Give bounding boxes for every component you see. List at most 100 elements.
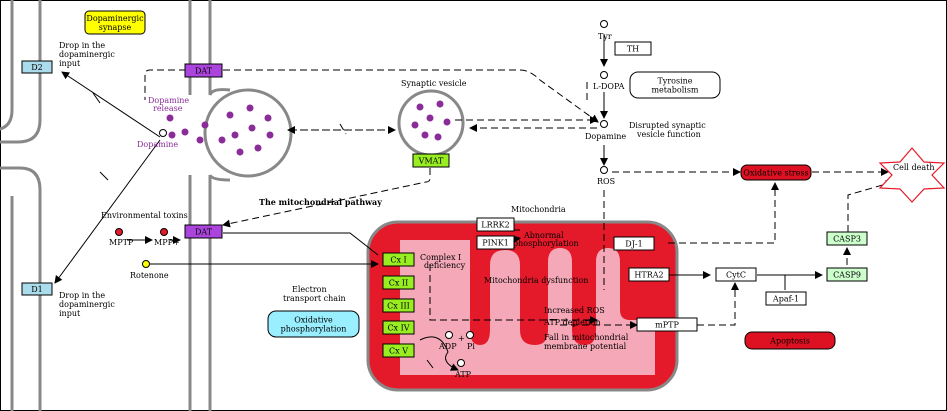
dat-bottom-box-text: DAT: [195, 228, 213, 237]
cell-death-star-icon: [878, 147, 946, 203]
solid-connectors: [54, 35, 823, 371]
ros-label: ROS: [597, 177, 615, 186]
rotenone-label: Rotenone: [130, 271, 169, 280]
oxidative-stress-box-text: Oxidative stress: [743, 169, 808, 178]
oxidative-phosphorylation-box-text: phosphorylation: [281, 325, 347, 334]
plus-label: +: [458, 334, 465, 343]
apaf1-box[interactable]: Apaf-1: [765, 291, 807, 306]
tyrosine-metabolism-box-text: metabolism: [651, 86, 698, 95]
cytc-box-text: CytC: [726, 271, 746, 280]
complex-ii-box-text: Cx II: [389, 279, 409, 288]
oxidative-stress-box[interactable]: Oxidative stress: [740, 164, 812, 181]
pink1-box[interactable]: PINK1: [476, 235, 515, 250]
svg-text:input: input: [59, 309, 81, 318]
th-box[interactable]: TH: [614, 41, 652, 56]
dat-bottom-box[interactable]: DAT: [184, 224, 223, 239]
d1-receptor-box[interactable]: D1: [21, 282, 53, 296]
lrrk2-box-text: LRRK2: [481, 221, 509, 230]
mptp-box[interactable]: mPTP: [636, 317, 698, 332]
cytc-box[interactable]: CytC: [715, 267, 757, 282]
mitochondrion: [366, 220, 679, 392]
d1-receptor-box-text: D1: [31, 285, 43, 294]
complex-iv-box-text: Cx IV: [387, 324, 409, 333]
d2-receptor-box-text: D2: [31, 63, 43, 72]
svg-text:dopaminergic: dopaminergic: [59, 300, 115, 309]
svg-text:Electron: Electron: [292, 285, 327, 294]
oxidative-phosphorylation-box-text: Oxidative: [294, 316, 333, 325]
svg-text:Abnormal: Abnormal: [523, 231, 564, 240]
adp-label: ADP: [438, 342, 457, 351]
atp-depletion-label: ATP depletion: [543, 318, 601, 327]
complex-i-box-text: Cx I: [390, 256, 406, 265]
svg-text:deficiency: deficiency: [424, 261, 466, 270]
dat-top-box[interactable]: DAT: [184, 63, 223, 78]
neuron-membranes: [0, 0, 231, 411]
svg-text:input: input: [59, 59, 81, 68]
synaptic-vesicle-label: Synaptic vesicle: [401, 79, 467, 88]
atp-label: ATP: [454, 370, 472, 379]
th-box-text: TH: [627, 45, 639, 54]
svg-text:transport chain: transport chain: [283, 294, 346, 303]
dopamine-right-label: Dopamine: [585, 132, 626, 141]
d2-receptor-box[interactable]: D2: [21, 60, 53, 74]
dopaminergic-synapse-box-text: Dopaminergic: [86, 14, 144, 23]
pi-label: Pi: [467, 342, 475, 351]
svg-text:Drop in the: Drop in the: [59, 291, 105, 300]
mptp-label: MPTP: [109, 238, 134, 247]
casp3-box[interactable]: CASP3: [826, 231, 868, 246]
apoptosis-box-text: Apoptosis: [769, 337, 810, 346]
dopamine-release-vesicle: [166, 88, 293, 178]
dat-top-box-text: DAT: [195, 67, 213, 76]
svg-text:vesicle function: vesicle function: [636, 130, 701, 139]
dashed-connectors: [144, 69, 894, 329]
dj1-box[interactable]: DJ-1: [613, 236, 655, 251]
mitochondria-label: Mitochondria: [511, 205, 566, 214]
svg-text:Dopamine: Dopamine: [148, 96, 189, 105]
tyrosine-metabolism-box-text: Tyrosine: [657, 77, 692, 86]
compound-nodes: [115, 20, 608, 367]
casp3-box-text: CASP3: [833, 235, 861, 244]
complex-i-box[interactable]: Cx I: [382, 252, 415, 267]
complex-ii-box[interactable]: Cx II: [382, 275, 415, 290]
svg-text:Fall in mitochondrial: Fall in mitochondrial: [544, 333, 629, 342]
increased-ros-label: Increased ROS: [544, 306, 605, 315]
casp9-box[interactable]: CASP9: [826, 267, 868, 282]
apoptosis-box[interactable]: Apoptosis: [744, 331, 836, 350]
cell-death-label: Cell death: [893, 163, 935, 172]
synaptic-vesicle: [397, 89, 465, 157]
svg-text:dopaminergic: dopaminergic: [59, 50, 115, 59]
lrrk2-box[interactable]: LRRK2: [476, 217, 515, 232]
svg-text:Disrupted synaptic: Disrupted synaptic: [629, 121, 706, 130]
svg-text:phosphorylation: phosphorylation: [513, 239, 579, 248]
svg-text:Complex I: Complex I: [420, 253, 461, 262]
htra2-box[interactable]: HTRA2: [628, 267, 670, 282]
tyr-label: Tyr: [598, 32, 612, 41]
complex-iii-box[interactable]: Cx III: [382, 298, 415, 313]
mito-dysfunction-label: Mitochondria dysfunction: [484, 276, 588, 285]
complex-v-box[interactable]: Cx V: [382, 343, 415, 358]
vmat-box-text: VMAT: [418, 157, 444, 166]
svg-text:release: release: [153, 104, 183, 113]
svg-text:Drop in the: Drop in the: [59, 41, 105, 50]
casp9-box-text: CASP9: [833, 271, 861, 280]
svg-text:membrane potential: membrane potential: [544, 342, 627, 351]
complex-iv-box[interactable]: Cx IV: [382, 320, 415, 335]
apaf1-box-text: Apaf-1: [772, 295, 799, 304]
vmat-box[interactable]: VMAT: [412, 153, 450, 168]
dj1-box-text: DJ-1: [625, 240, 642, 249]
dopamine-label: Dopamine: [137, 140, 178, 149]
l-dopa-label: L-DOPA: [593, 82, 625, 91]
dopaminergic-synapse-box-text: synapse: [99, 23, 132, 32]
pink1-box-text: PINK1: [482, 239, 509, 248]
